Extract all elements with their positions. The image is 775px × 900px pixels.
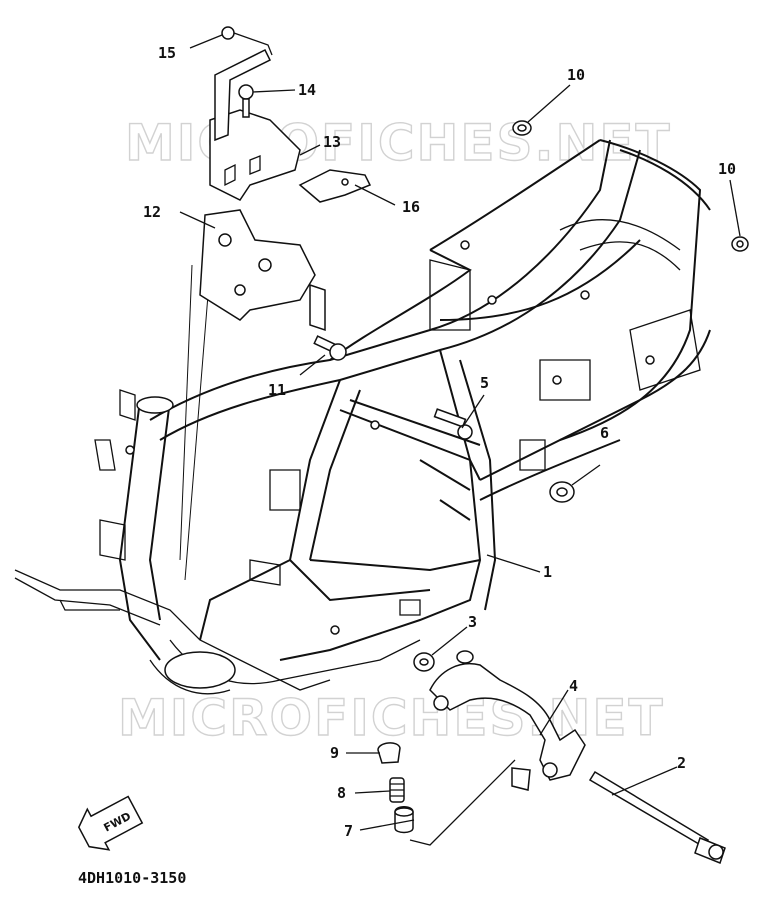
leader-12-frame bbox=[179, 264, 193, 561]
bolt-5 bbox=[433, 408, 473, 440]
callout-6: 6 bbox=[600, 424, 609, 442]
cap-9 bbox=[377, 742, 401, 764]
spring-8 bbox=[389, 777, 405, 803]
callout-16: 16 bbox=[402, 198, 420, 216]
assembly-line-7-9 bbox=[409, 759, 516, 846]
fwd-arrow: FWD bbox=[77, 795, 144, 851]
grommet-10-top bbox=[512, 120, 532, 136]
diagram-code: 4DH1010-3150 bbox=[78, 869, 186, 887]
callout-1: 1 bbox=[543, 563, 552, 581]
clip-15 bbox=[221, 26, 273, 56]
leader-lines bbox=[179, 34, 741, 831]
callout-15: 15 bbox=[158, 44, 176, 62]
callout-2: 2 bbox=[677, 754, 686, 772]
nut-6 bbox=[549, 481, 575, 503]
collar-7 bbox=[394, 806, 414, 834]
bolt-2 bbox=[588, 770, 726, 864]
callout-10-top: 10 bbox=[567, 66, 585, 84]
callout-12: 12 bbox=[143, 203, 161, 221]
bracket-strip bbox=[214, 48, 272, 142]
callouts: 1 2 3 4 5 6 7 8 9 10 10 11 12 13 14 15 1… bbox=[143, 44, 736, 840]
callout-9: 9 bbox=[330, 744, 339, 762]
main-frame bbox=[14, 139, 711, 695]
bracket-12 bbox=[199, 209, 326, 332]
watermark-bottom: MICROFICHES.NET bbox=[118, 689, 665, 747]
callout-14: 14 bbox=[298, 81, 316, 99]
callout-5: 5 bbox=[480, 374, 489, 392]
callout-8: 8 bbox=[337, 784, 346, 802]
callout-13: 13 bbox=[323, 133, 341, 151]
link-4 bbox=[429, 650, 586, 791]
nut-3 bbox=[413, 652, 435, 672]
cover-13 bbox=[209, 109, 301, 201]
leader-12-frame-b bbox=[184, 269, 211, 581]
callout-7: 7 bbox=[344, 822, 353, 840]
callout-11: 11 bbox=[268, 381, 286, 399]
grommet-10-right bbox=[731, 236, 749, 252]
callout-3: 3 bbox=[468, 613, 477, 631]
bolt-11 bbox=[313, 335, 347, 361]
callout-10-right: 10 bbox=[718, 160, 736, 178]
watermark-top: MICROFICHES.NET bbox=[125, 114, 672, 172]
callout-4: 4 bbox=[569, 677, 578, 695]
pad-16 bbox=[298, 169, 372, 203]
